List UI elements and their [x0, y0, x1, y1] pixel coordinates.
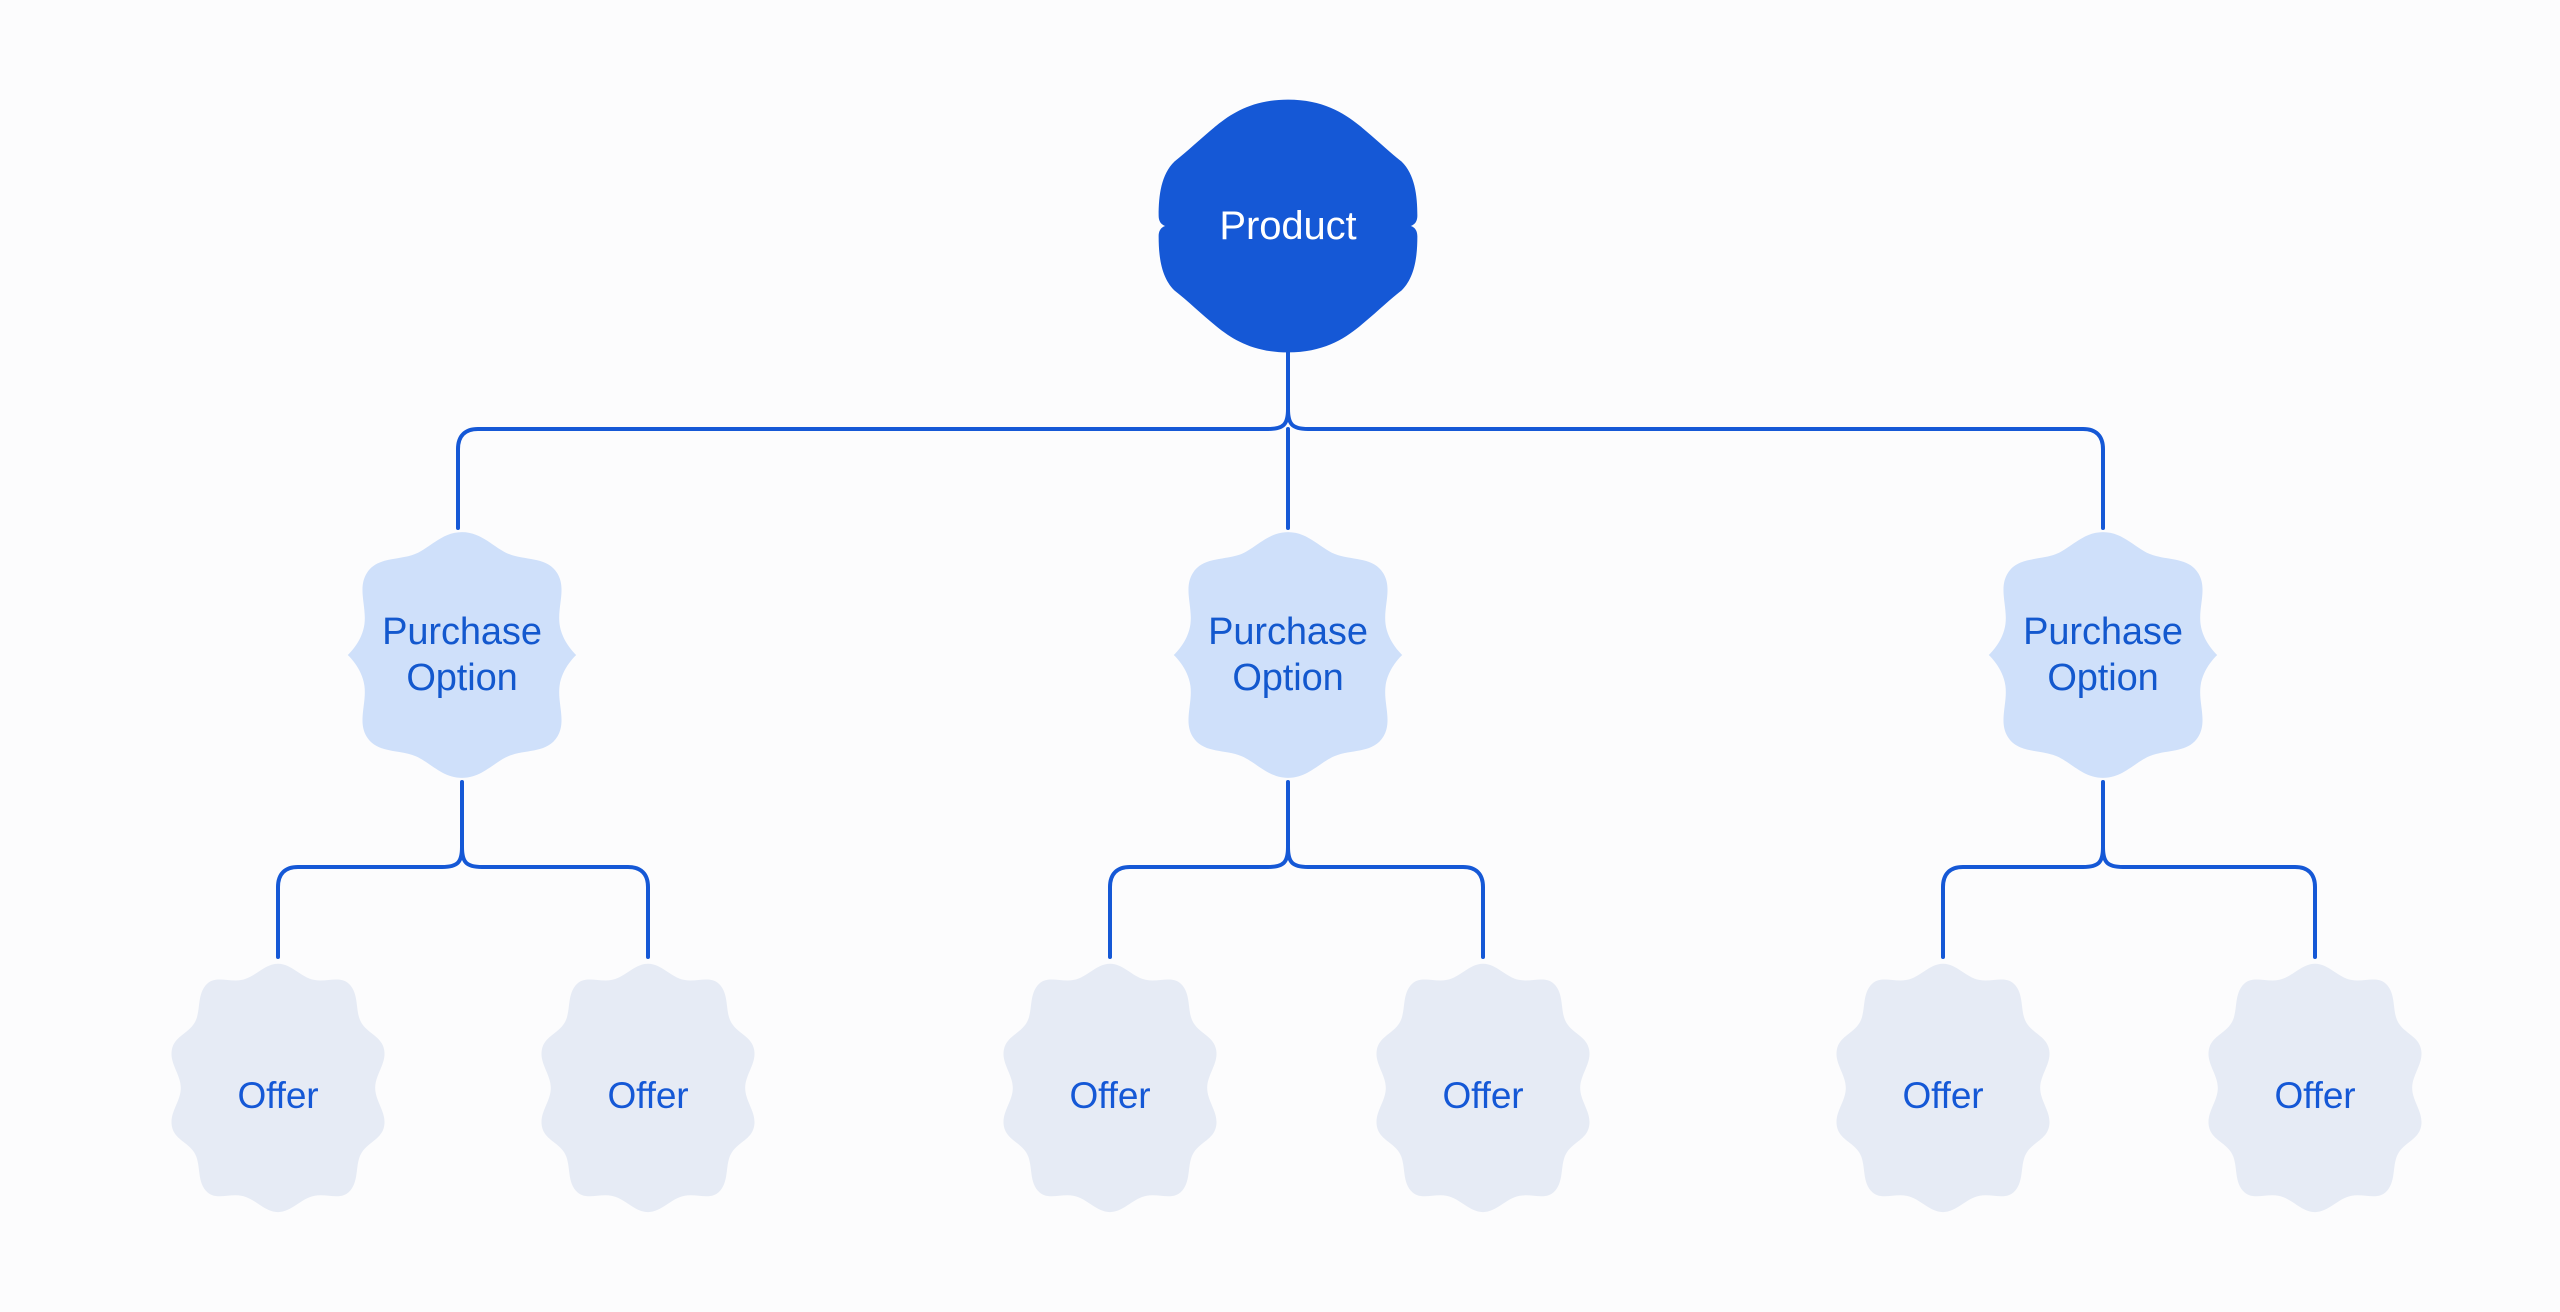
purchase-option-blob-shape — [1988, 532, 2218, 778]
node-purchase-option-3-label: Purchase Option — [2023, 610, 2183, 699]
offer-scallop-shape — [1836, 963, 2050, 1213]
node-purchase-option-1[interactable]: Purchase Option — [343, 527, 581, 783]
offer-scallop-shape — [541, 963, 755, 1213]
node-offer-1-b[interactable]: Offer — [535, 961, 761, 1231]
node-offer-2-a[interactable]: Offer — [997, 961, 1223, 1231]
node-offer-1-b-label: Offer — [607, 1075, 689, 1117]
node-offer-1-a-label: Offer — [237, 1075, 319, 1117]
purchase-option-blob-shape — [347, 532, 577, 778]
node-purchase-option-2[interactable]: Purchase Option — [1169, 527, 1407, 783]
offer-scallop-shape — [171, 963, 385, 1213]
node-product[interactable]: Product — [1156, 97, 1420, 355]
offer-scallop-shape — [1376, 963, 1590, 1213]
node-product-label: Product — [1219, 203, 1357, 248]
node-offer-2-b[interactable]: Offer — [1370, 961, 1596, 1231]
node-offer-2-a-label: Offer — [1069, 1075, 1151, 1117]
node-offer-3-b[interactable]: Offer — [2202, 961, 2428, 1231]
purchase-option-blob-shape — [1173, 532, 1403, 778]
node-offer-3-a-label: Offer — [1902, 1075, 1984, 1117]
offer-scallop-shape — [1003, 963, 1217, 1213]
node-offer-2-b-label: Offer — [1442, 1075, 1524, 1117]
node-purchase-option-2-label: Purchase Option — [1208, 610, 1368, 699]
offer-scallop-shape — [2208, 963, 2422, 1213]
node-offer-1-a[interactable]: Offer — [165, 961, 391, 1231]
node-purchase-option-3[interactable]: Purchase Option — [1984, 527, 2222, 783]
product-blob-shape — [1158, 99, 1418, 353]
node-offer-3-a[interactable]: Offer — [1830, 961, 2056, 1231]
node-offer-3-b-label: Offer — [2274, 1075, 2356, 1117]
node-purchase-option-1-label: Purchase Option — [382, 610, 542, 699]
